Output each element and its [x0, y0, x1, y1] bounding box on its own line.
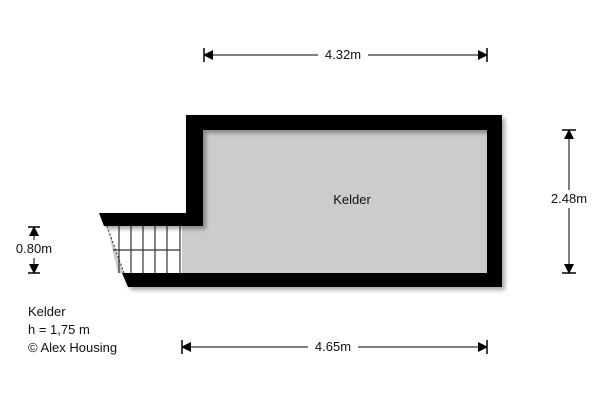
room-floor: [107, 130, 487, 273]
svg-text:4.32m: 4.32m: [325, 47, 361, 62]
dimension-right: 2.48m: [546, 129, 594, 274]
dimension-bottom: 4.65m: [181, 338, 488, 354]
floor-name: Kelder: [28, 304, 66, 319]
copyright: © Alex Housing: [28, 340, 118, 355]
walls: [99, 115, 502, 287]
svg-text:2.48m: 2.48m: [551, 191, 587, 206]
dimension-top: 4.32m: [203, 46, 488, 62]
stairs: [106, 225, 182, 274]
svg-text:4.65m: 4.65m: [315, 339, 351, 354]
plan-info: Kelder h = 1,75 m © Alex Housing: [28, 303, 117, 357]
svg-text:0.80m: 0.80m: [16, 241, 52, 256]
dimension-left: 0.80m: [10, 226, 58, 274]
room-label: Kelder: [333, 192, 371, 207]
floor-height: h = 1,75 m: [28, 322, 90, 337]
